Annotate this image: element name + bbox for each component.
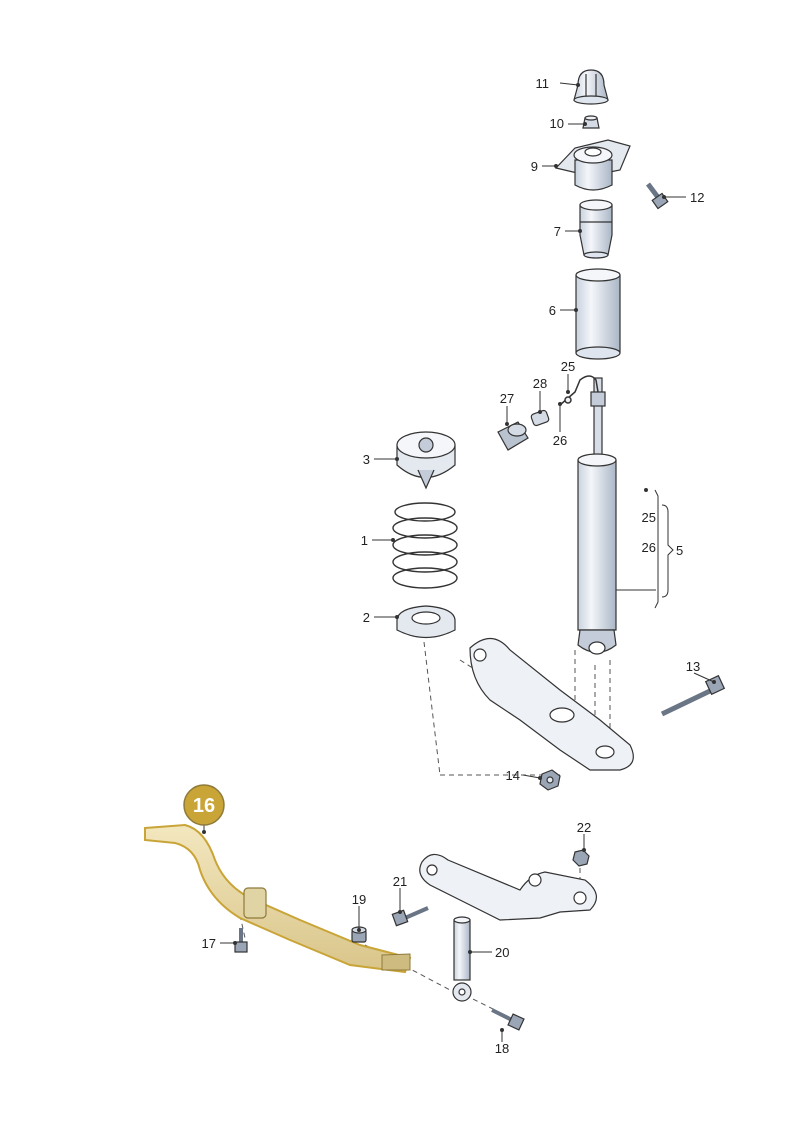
label-6: 6 [549, 303, 556, 318]
label-18: 18 [495, 1041, 509, 1056]
label-22: 22 [577, 820, 591, 835]
coupling-rod-part [452, 916, 472, 1002]
label-25: 25 [561, 359, 575, 374]
label-5: 5 [676, 543, 683, 558]
wire-bracket-part [559, 375, 599, 406]
cap-part [573, 69, 609, 105]
label-3: 3 [363, 452, 370, 467]
upper-spring-seat-part [396, 431, 456, 490]
stabilizer-bar-part [144, 823, 412, 974]
label-27: 27 [500, 391, 514, 406]
bracket-label-25: 25 [642, 510, 656, 525]
lower-trailing-arm-part [419, 853, 597, 921]
lower-spring-seat-part [396, 605, 456, 639]
label-26: 26 [553, 433, 567, 448]
label-21: 21 [393, 874, 407, 889]
label-19: 19 [352, 892, 366, 907]
label-11: 11 [536, 76, 550, 91]
label-9: 9 [531, 159, 538, 174]
label-2: 2 [363, 610, 370, 625]
label-28: 28 [533, 376, 547, 391]
callout-number: 16 [193, 795, 215, 817]
bump-stop-part [579, 199, 613, 259]
coupling-bolt-part [491, 1008, 525, 1031]
shock-absorber-bracket [616, 488, 674, 609]
label-13: 13 [686, 659, 700, 674]
coil-spring-part [392, 502, 458, 589]
part-number-labels: 11 10 9 12 7 6 25 28 27 26 3 1 2 25 26 5… [202, 76, 705, 1056]
label-14: 14 [506, 768, 520, 783]
label-17: 17 [202, 936, 216, 951]
connector-part [497, 421, 529, 451]
stabilizer-bolt-part [234, 928, 248, 953]
link-bolt-part [391, 906, 429, 927]
shock-absorber-part [577, 377, 617, 655]
protective-sleeve-part [575, 268, 621, 360]
strut-mount-part [554, 139, 631, 191]
label-12: 12 [690, 190, 704, 205]
top-nut-part [582, 115, 600, 129]
bracket-label-26: 26 [642, 540, 656, 555]
highlighted-part-callout: 16 [183, 784, 225, 826]
label-10: 10 [550, 116, 564, 131]
label-1: 1 [361, 533, 368, 548]
label-20: 20 [495, 945, 509, 960]
upper-link-nut-part [572, 849, 590, 867]
label-7: 7 [554, 224, 561, 239]
leader-lines [202, 82, 716, 1042]
connector-pin-part [530, 409, 550, 427]
lower-control-arm-part [469, 637, 634, 771]
arm-nut-part [539, 769, 561, 791]
